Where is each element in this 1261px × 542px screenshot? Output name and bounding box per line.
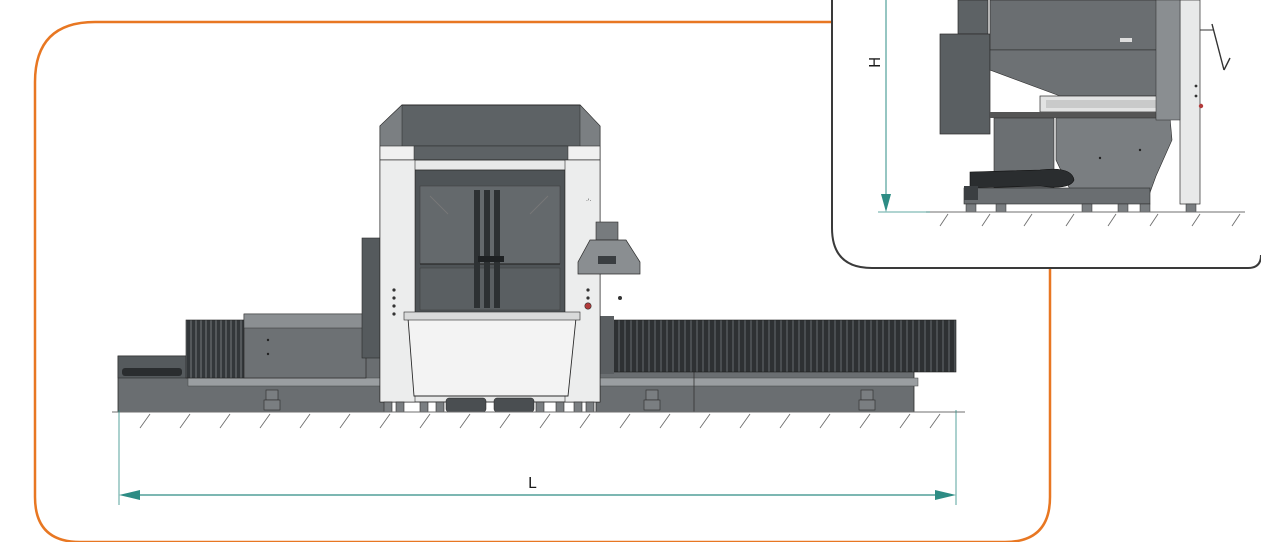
- control-panel: [577, 221, 641, 300]
- front-lower-box: [407, 317, 577, 397]
- side-elevation-inset: H: [831, 0, 1261, 269]
- arrow-down-icon: [881, 194, 891, 212]
- length-dimension: L: [118, 410, 957, 505]
- main-view-frame: [33, 20, 1052, 542]
- arrow-left-icon: [119, 490, 140, 500]
- inset-view-frame: [831, 0, 1261, 269]
- bellows-left: [185, 319, 245, 379]
- front-elevation-view: ·'·: [117, 104, 957, 413]
- height-label: H: [866, 57, 884, 68]
- length-label: L: [528, 474, 537, 492]
- ground-line-main: [112, 411, 965, 429]
- bellows-right: [609, 319, 957, 373]
- svg-text:·'·: ·'·: [586, 198, 592, 205]
- arrow-right-icon: [935, 490, 956, 500]
